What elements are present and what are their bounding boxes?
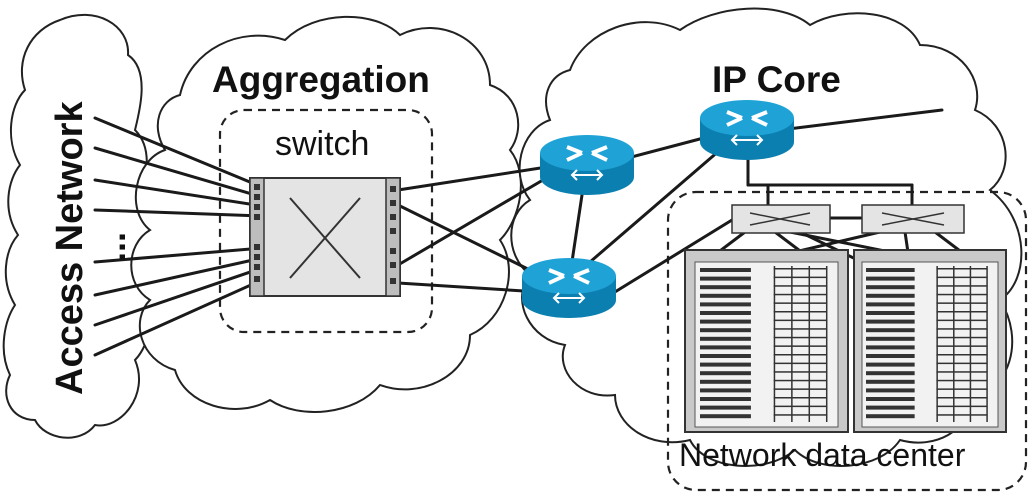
access-links	[93, 116, 264, 357]
switch-label: switch	[275, 125, 369, 163]
server-rack-icon	[853, 249, 1007, 433]
server-rack-icon	[684, 249, 849, 433]
access-network-label: Access Network	[49, 101, 91, 395]
router-icon	[700, 100, 794, 160]
switch-icon	[249, 177, 401, 297]
router-icon	[540, 135, 634, 195]
dc-switch-icon	[731, 204, 831, 234]
data-center-dashed-box	[666, 190, 1028, 492]
ip-core-label: IP Core	[712, 59, 841, 100]
aggregation-label: Aggregation	[212, 59, 430, 100]
ellipsis-label: ...	[92, 232, 133, 262]
router-icon	[522, 258, 616, 318]
dc-switch-icon	[861, 204, 965, 234]
network-data-center-label: Network data center	[679, 437, 966, 473]
switch-dashed-box	[218, 108, 434, 334]
access-network-cloud	[2, 14, 153, 439]
